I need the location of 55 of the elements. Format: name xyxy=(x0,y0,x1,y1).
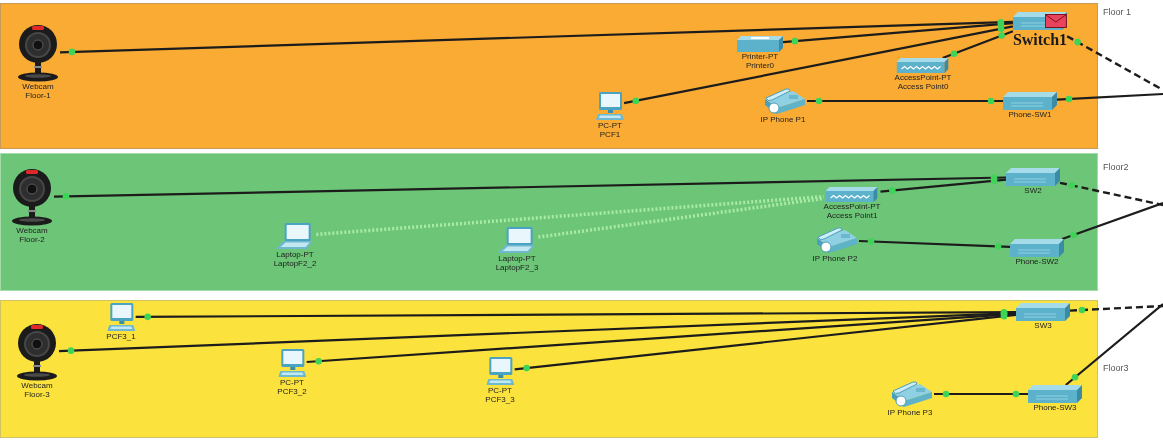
network-cable xyxy=(59,20,1013,54)
device-type-label: Laptop-PT xyxy=(276,250,314,259)
device-name-label: Phone-SW2 xyxy=(1015,257,1059,266)
device-name-label: Printer0 xyxy=(746,61,774,70)
device-name-label: PCF1 xyxy=(599,130,621,139)
device-name-label: LaptopF2_3 xyxy=(495,263,539,272)
network-cable xyxy=(306,312,1017,364)
device-name-label: IP Phone P3 xyxy=(887,408,933,417)
network-cable xyxy=(1069,304,1163,312)
network-cable xyxy=(135,311,1016,318)
device-name-label: Phone-SW1 xyxy=(1008,110,1052,119)
device-name-label: Access Point0 xyxy=(897,82,949,91)
zone-label: Floor 1 xyxy=(1103,7,1131,18)
device-type-label: AccessPoint-PT xyxy=(823,202,881,211)
wireless-link xyxy=(316,194,824,237)
device-name-label: IP Phone P1 xyxy=(760,115,806,124)
network-cable xyxy=(858,239,1011,248)
device-name-label: SW2 xyxy=(1024,186,1042,195)
device-type-label: Webcam xyxy=(21,381,53,390)
device-type-label: Printer-PT xyxy=(741,52,779,61)
device-name-label: PCF3_3 xyxy=(485,395,515,404)
device-type-label: PC-PT xyxy=(280,378,304,387)
network-cable xyxy=(942,30,1014,60)
device-name-label: Switch1 xyxy=(1012,31,1068,49)
network-cable xyxy=(1059,181,1163,207)
device-name-label: LaptopF2_2 xyxy=(273,259,317,268)
device-name-label: Access Point1 xyxy=(826,211,878,220)
device-type-label: Webcam xyxy=(16,226,48,235)
device-name-label: PCF3_1 xyxy=(106,332,136,341)
network-cable xyxy=(1066,35,1163,92)
device-name-label: Phone-SW3 xyxy=(1033,403,1077,412)
device-name-label: PCF3_2 xyxy=(277,387,307,396)
device-name-label: Floor-3 xyxy=(24,390,50,399)
device-type-label: Webcam xyxy=(22,82,54,91)
device-type-label: PC-PT xyxy=(598,121,622,130)
device-name-label: Floor-1 xyxy=(25,91,51,100)
network-cable xyxy=(1061,201,1163,241)
wireless-link xyxy=(538,196,824,239)
network-cable xyxy=(1056,92,1163,101)
device-type-label: AccessPoint-PT xyxy=(894,73,952,82)
network-cable xyxy=(623,25,1014,105)
device-type-label: PC-PT xyxy=(488,386,512,395)
network-cable xyxy=(880,178,1007,193)
network-cable xyxy=(807,99,1003,103)
network-cable xyxy=(782,22,1013,44)
network-cable xyxy=(1065,303,1163,386)
device-type-label: Laptop-PT xyxy=(498,254,536,263)
device-name-label: IP Phone P2 xyxy=(812,254,858,263)
network-cable xyxy=(934,392,1028,396)
network-cable xyxy=(514,313,1017,371)
device-name-label: SW3 xyxy=(1034,321,1052,330)
zone-label: Floor3 xyxy=(1103,363,1129,374)
network-cable xyxy=(53,176,1007,198)
zone-label: Floor2 xyxy=(1103,162,1129,173)
device-name-label: Floor-2 xyxy=(19,235,45,244)
